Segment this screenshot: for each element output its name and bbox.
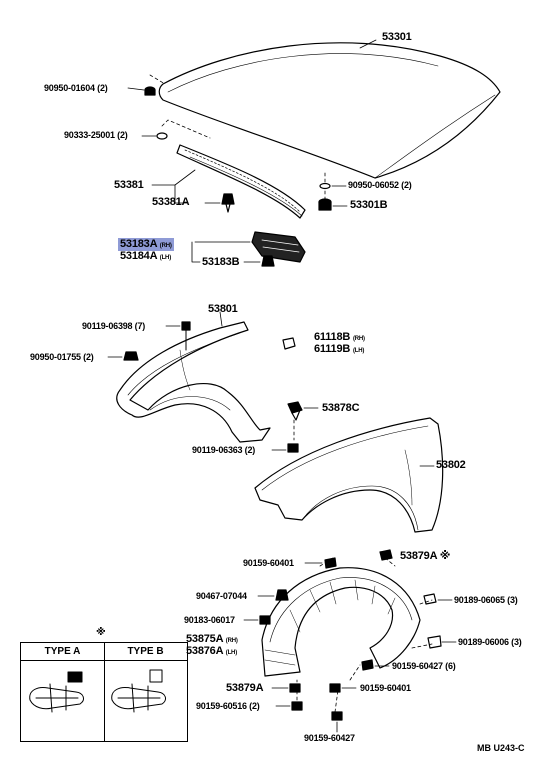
label-53802: 53802 [436,459,466,471]
clip-type-b-drawing [111,669,166,713]
fender-liner [261,567,421,677]
label-61118b-side: (RH) [352,336,365,342]
label-90159-60401-bottom: 90159-60401 [360,683,411,693]
label-90159-60516: 90159-60516 (2) [196,701,260,711]
fender-clip-01755 [123,351,139,361]
label-90159-60401-top: 90159-60401 [243,558,294,568]
label-53879a-bottom: 53879A [226,682,264,694]
liner-screw-60427 [331,711,343,721]
type-b-header: TYPE B [104,643,187,661]
label-53879a-top: 53879A ※ [400,550,451,562]
label-53876a: 53876A [186,645,223,657]
clip-type-a-drawing [29,671,84,713]
label-53875a: 53875A [186,633,223,645]
label-61119b-side: (LH) [352,348,365,354]
label-90183-06017: 90183-06017 [184,615,235,625]
type-divider [104,643,105,741]
label-61118b: 61118B [314,331,351,343]
liner-screw-06017 [259,615,271,625]
label-53184a-side: (LH) [159,255,171,261]
label-90189-06006: 90189-06006 (3) [458,637,522,647]
front-fender-lh [116,321,271,443]
label-53184a: 53184A [120,250,157,262]
cowl-seal-clip [261,255,275,267]
seal-clip [221,193,235,213]
label-90159-60427-6: 90159-60427 (6) [392,661,456,671]
label-90119-06363: 90119-06363 (2) [192,445,256,455]
label-53876a-row: 53876A (LH) [186,646,237,657]
label-53183b: 53183B [202,256,240,268]
liner-clip-top-53879a [379,549,393,561]
cowl-side-seal [251,231,306,263]
liner-clip-06006 [427,635,442,649]
label-61119b-row: 61119B (LH) [314,344,364,355]
label-90467-07044: 90467-07044 [196,591,247,601]
hood-cushion-bumper [144,86,156,96]
label-90333-25001: 90333-25001 (2) [64,130,128,140]
liner-screw-60401-bottom [329,683,341,693]
label-90159-60427: 90159-60427 [304,733,355,743]
label-53381: 53381 [114,179,144,191]
label-90950-01604: 90950-01604 (2) [44,83,108,93]
label-53183a-side: (RH) [159,243,172,249]
liner-screw-60427-6 [361,659,374,671]
label-53183a: 53183A [120,238,157,250]
liner-screw-top [324,557,337,569]
type-a-header: TYPE A [21,643,104,661]
label-61119b: 61119B [314,343,351,355]
label-53878c: 53878C [322,402,360,414]
hood-bumper-53301b [318,198,332,211]
liner-clip-07044 [275,589,289,601]
diagram-code: MB U243-C [477,743,525,753]
label-53184a-row: 53184A (LH) [120,251,171,262]
label-53301b: 53301B [350,199,388,211]
liner-clip-06065 [423,593,437,605]
label-53801: 53801 [208,303,238,315]
hood-seal-strip [176,144,306,219]
label-90950-01755: 90950-01755 (2) [30,352,94,362]
hood-stop-washer [319,182,331,190]
label-53875a-row: 53875A (RH) [186,634,238,645]
label-90950-06052: 90950-06052 (2) [348,180,412,190]
label-90119-06398: 90119-06398 (7) [82,321,146,331]
liner-screw-60516 [291,701,303,711]
fender-bolt-06398 [181,321,191,351]
label-53183a-highlighted[interactable]: 53183A (RH) [118,238,174,251]
fender-liner-clip-61118b [282,337,296,350]
hood-panel [158,42,501,179]
label-53876a-side: (LH) [225,650,237,656]
label-53381a: 53381A [152,196,190,208]
note-mark: ※ [96,627,106,638]
label-61118b-row: 61118B (RH) [314,332,365,343]
hood-washer [156,132,168,140]
fender-bolt-06363 [287,443,299,453]
label-90189-06065: 90189-06065 (3) [454,595,518,605]
clip-type-legend: TYPE A TYPE B [20,642,188,742]
liner-clip-53879a-bottom [289,683,301,693]
front-fender-rh [254,417,444,533]
label-53875a-side: (RH) [225,638,238,644]
fender-seal-53878c [287,401,303,421]
label-53301: 53301 [382,31,412,43]
